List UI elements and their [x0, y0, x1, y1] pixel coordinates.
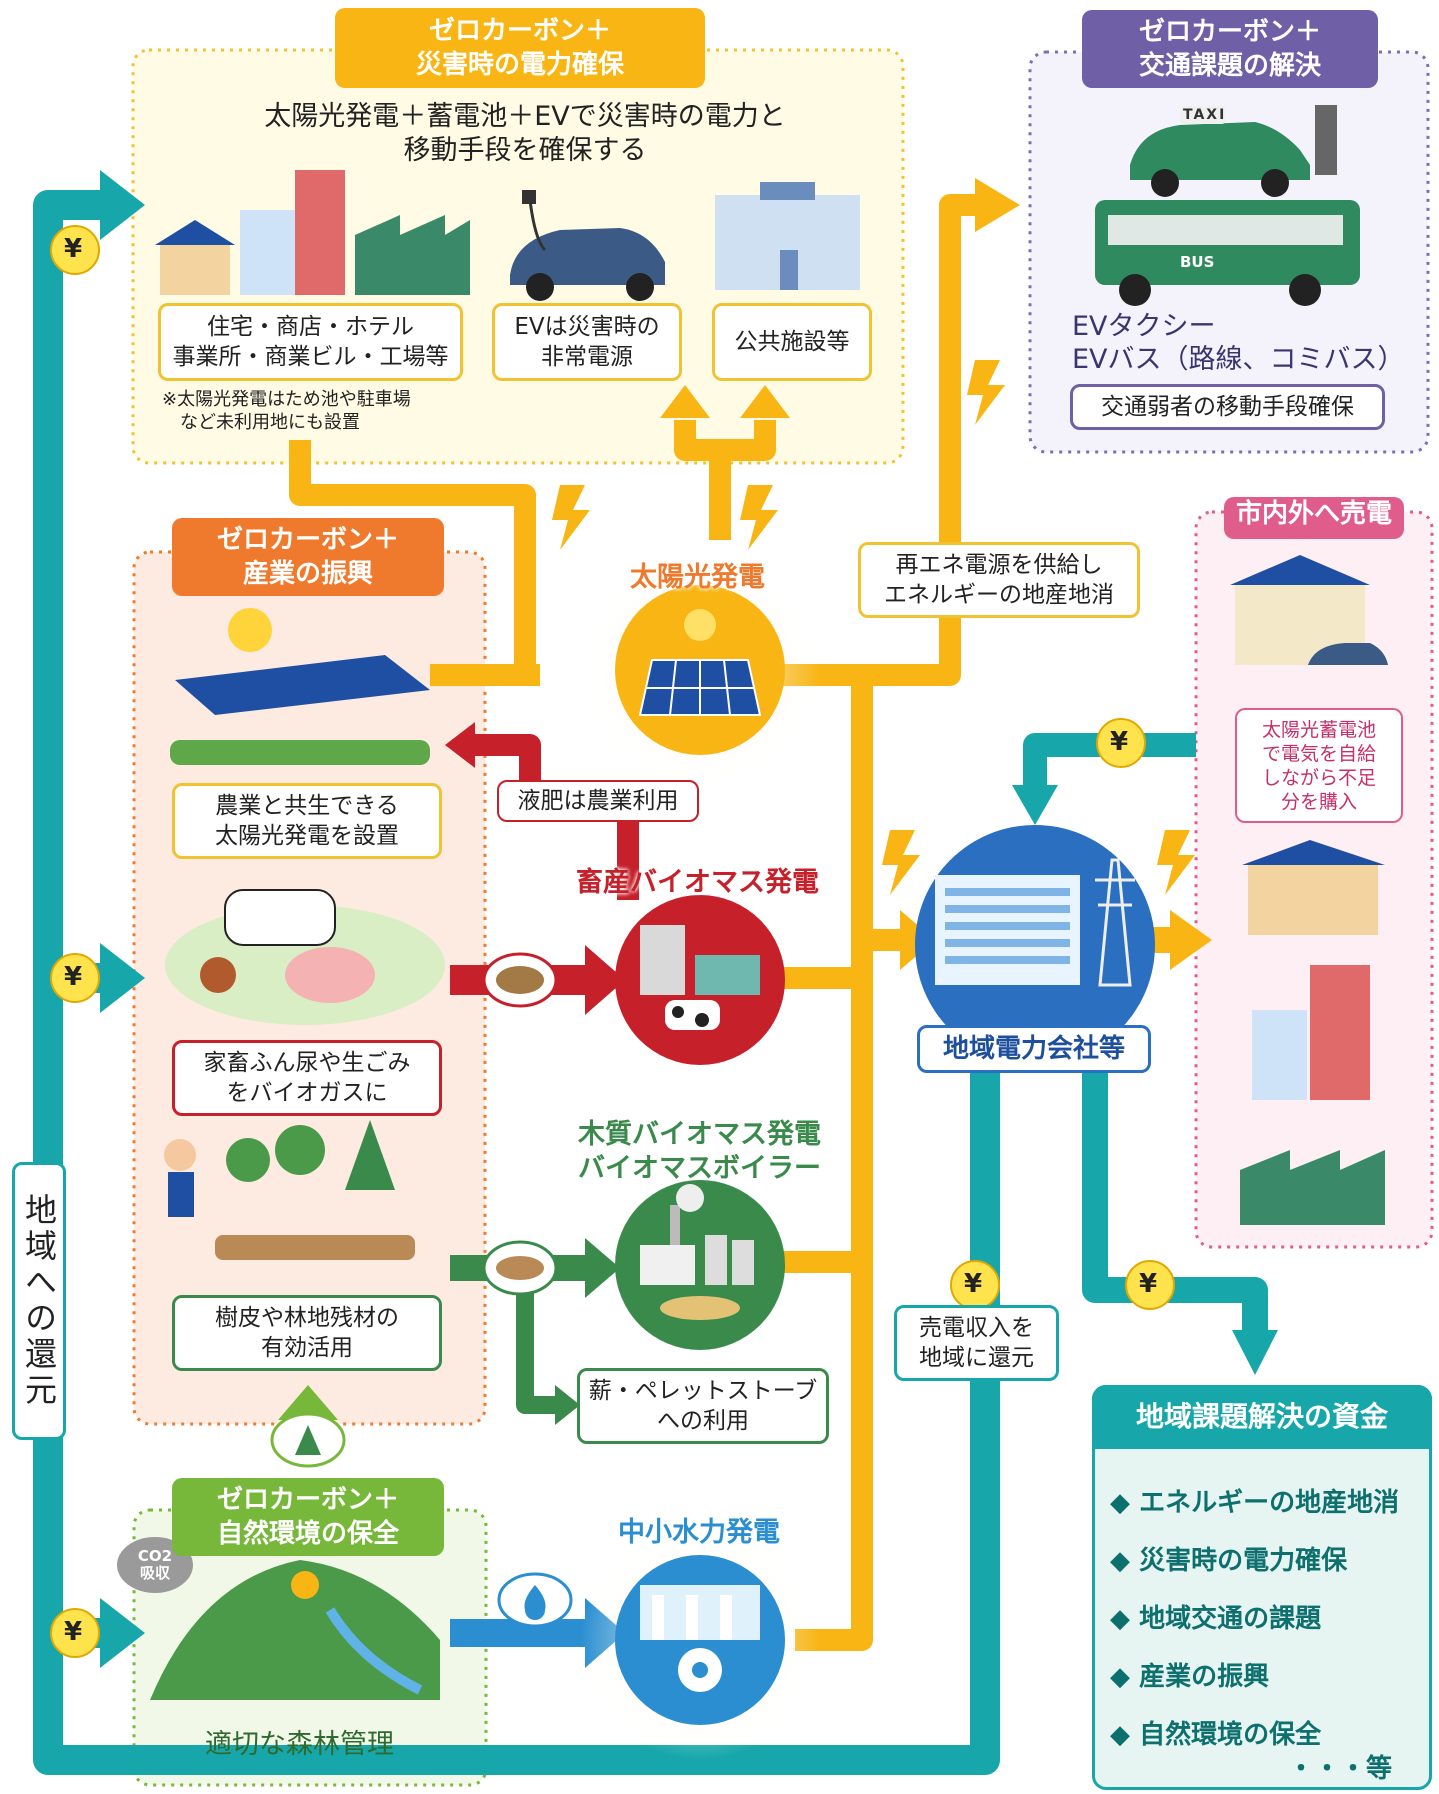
livestock-illustration: [165, 889, 445, 1025]
fund-item: ◆ 地域交通の課題: [1110, 1604, 1322, 1634]
disaster-description: 太陽光発電＋蓄電池＋EVで災害時の電力と 移動手段を確保する: [264, 101, 786, 166]
fund-list: ◆ エネルギーの地産地消 ◆ 災害時の電力確保 ◆ 地域交通の課題 ◆ 産業の振…: [1110, 1482, 1399, 1772]
sell-house2-illustration: [1242, 840, 1385, 935]
transport-box: 交通弱者の移動手段確保: [1070, 384, 1385, 430]
transport-description: EVタクシー EVバス（路線、コミバス）: [1072, 311, 1405, 375]
hydro-label: 中小水力発電: [618, 1517, 780, 1548]
houses-buildings-illustration: [155, 170, 470, 295]
yen-symbol: ¥: [1110, 727, 1129, 757]
yen-symbol: ¥: [64, 1617, 83, 1647]
yen-symbol: ¥: [1139, 1269, 1158, 1299]
forest-residue-box: 樹皮や林地残材の 有効活用: [172, 1295, 442, 1371]
yen-symbol: ¥: [64, 962, 83, 992]
disaster-note: ※太陽光発電はため池や駐車場 など未利用地にも設置: [162, 389, 411, 433]
sell-house-illustration: [1230, 555, 1388, 665]
return-to-region-label: 地域への還元: [12, 1162, 66, 1440]
industry-panel-header: ゼロカーボン＋ 産業の振興: [172, 518, 444, 596]
self-supply-box: 太陽光蓄電池 で電気を自給 しながら不足 分を購入: [1235, 708, 1403, 823]
hydro-plant-illustration: [640, 1585, 760, 1692]
buildings-box: 住宅・商店・ホテル 事業所・商業ビル・工場等: [158, 303, 463, 381]
fund-panel: [1092, 1385, 1432, 1790]
taxi-sign: TAXI: [1183, 107, 1227, 123]
revenue-return-callout: 売電収入を 地域に還元: [894, 1305, 1059, 1381]
sell-buildings-illustration: [1252, 965, 1370, 1100]
solar-panel-illustration: [638, 609, 762, 716]
wood-plant-illustration: [640, 1184, 754, 1320]
agri-solar-box: 農業と共生できる 太陽光発電を設置: [172, 783, 442, 859]
co2-label: CO2 吸収: [137, 1547, 173, 1582]
liquid-fertilizer-callout: 液肥は農業利用: [497, 780, 699, 822]
yen-symbol: ¥: [964, 1269, 983, 1299]
wood-circle: [615, 1180, 785, 1350]
company-building-illustration: [935, 858, 1135, 987]
wood-biomass-label: 木質バイオマス発電: [578, 1119, 821, 1150]
sell-factory-illustration: [1240, 1150, 1385, 1225]
agri-solar-illustration: [170, 608, 430, 765]
public-facility-box: 公共施設等: [712, 303, 872, 381]
public-facility-illustration: [715, 182, 860, 290]
fund-item: ◆ 災害時の電力確保: [1110, 1546, 1348, 1576]
stove-callout: 薪・ペレットストーブ への利用: [577, 1368, 829, 1444]
bus-sign: BUS: [1180, 253, 1215, 271]
ev-emergency-box: EVは災害時の 非常電源: [492, 303, 682, 381]
nature-panel-header: ゼロカーボン＋ 自然環境の保全: [172, 1478, 444, 1556]
livestock-box: 家畜ふん尿や生ごみ をバイオガスに: [172, 1040, 442, 1116]
ev-bus-illustration: [1095, 200, 1360, 306]
ev-car-illustration: [510, 190, 665, 301]
forest-management-caption: 適切な森林管理: [205, 1729, 394, 1760]
fund-panel-header: 地域課題解決の資金: [1092, 1385, 1432, 1449]
biomass-boiler-label: バイオマスボイラー: [578, 1153, 821, 1184]
forestry-illustration: [164, 1120, 415, 1260]
return-loop-arrow: [33, 190, 1000, 1775]
livestock-biomass-label: 畜産バイオマス発電: [576, 867, 819, 898]
fund-item: ◆ 自然環境の保全: [1110, 1720, 1322, 1750]
disaster-panel-header: ゼロカーボン＋ 災害時の電力確保: [335, 8, 705, 88]
transport-panel-header: ゼロカーボン＋ 交通課題の解決: [1082, 10, 1378, 88]
yen-coin: [50, 225, 100, 275]
fund-item: ◆ 産業の振興: [1110, 1662, 1270, 1692]
yen-symbol: ¥: [64, 234, 83, 264]
ev-taxi-illustration: [1130, 105, 1337, 197]
fund-item: ◆ エネルギーの地産地消: [1110, 1488, 1400, 1518]
fund-ending: ・・・等: [1288, 1754, 1393, 1784]
local-supply-callout: 再エネ電源を供給し エネルギーの地産地消: [858, 542, 1140, 618]
biogas-plant-illustration: [640, 925, 760, 1030]
sell-panel-header: 市内外へ売電: [1224, 497, 1404, 539]
regional-power-company-label: 地域電力会社等: [917, 1025, 1151, 1073]
solar-label: 太陽光発電: [630, 562, 765, 593]
